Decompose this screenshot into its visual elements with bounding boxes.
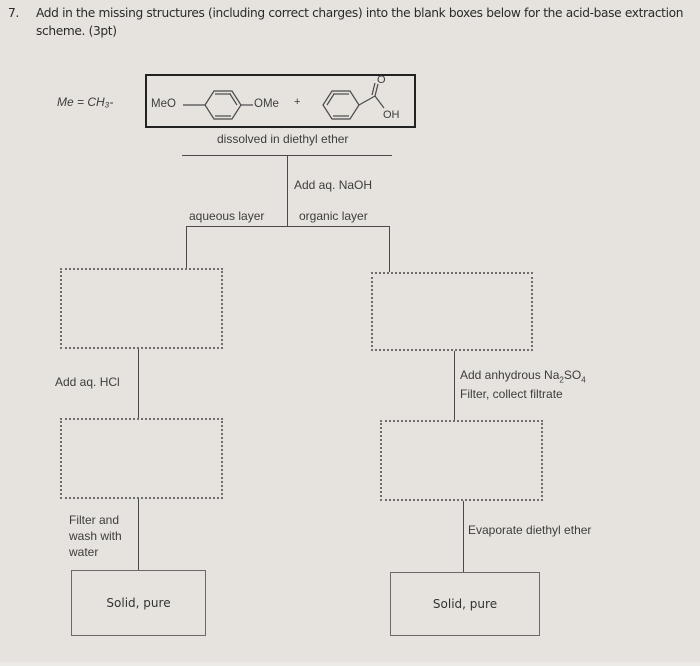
hydroxyl-label: OH [383,109,400,121]
dimethoxybenzene-structure [183,90,253,120]
drying-reagent-line-2: Filter, collect filtrate [460,387,563,402]
hcl-reagent-label: Add aq. HCl [55,375,120,389]
ome-group-label: OMe [254,98,279,110]
filter-wash-line-2: wash with [69,529,122,543]
acidified-structure-blank-box[interactable] [60,418,223,499]
drying-reagent-label: Add anhydrous Na2SO4 Filter, collect fil… [460,368,586,402]
separation-line-stem [287,155,288,226]
left-branch-drop [186,226,187,268]
left-connector-2 [138,499,139,570]
page-bottom-edge [0,662,700,666]
plus-sign: + [294,96,301,108]
benzoic-acid-structure [322,82,385,120]
starting-mixture-box: MeO OMe + O OH [145,74,416,128]
branch-line [186,226,390,227]
question-line-2: scheme. (3pt) [36,24,117,38]
dried-organic-structure-blank-box[interactable] [380,420,543,501]
question-number: 7. [8,6,19,20]
drying-reagent-line-1: Add anhydrous Na2SO4 [460,368,586,385]
question-text: 7. Add in the missing structures (includi… [8,4,698,40]
starting-mixture-structures [183,82,385,120]
right-branch-drop [389,226,390,272]
organic-layer-label: organic layer [299,209,368,223]
left-connector-1 [138,349,139,419]
solvent-label: dissolved in diethyl ether [217,132,349,146]
evaporate-label: Evaporate diethyl ether [468,523,592,537]
right-connector-1 [454,351,455,421]
organic-layer-structure-blank-box[interactable] [371,272,533,351]
left-product-label: Solid, pure [106,596,171,610]
filter-wash-line-3: water [69,545,99,559]
meo-group-label: MeO [151,98,176,110]
left-product-box: Solid, pure [71,570,206,636]
filter-wash-label: Filter and wash with water [69,512,122,560]
right-product-box: Solid, pure [390,572,540,636]
carbonyl-oxygen-label: O [377,74,386,86]
right-product-label: Solid, pure [432,597,498,611]
question-line-1: Add in the missing structures (including… [36,6,684,20]
aqueous-layer-label: aqueous layer [189,209,265,223]
naoh-reagent-label: Add aq. NaOH [294,178,373,192]
aqueous-layer-structure-blank-box[interactable] [60,268,223,349]
filter-wash-line-1: Filter and [69,513,120,527]
right-connector-2 [463,501,464,572]
me-definition: Me = CH₃- [57,95,114,109]
